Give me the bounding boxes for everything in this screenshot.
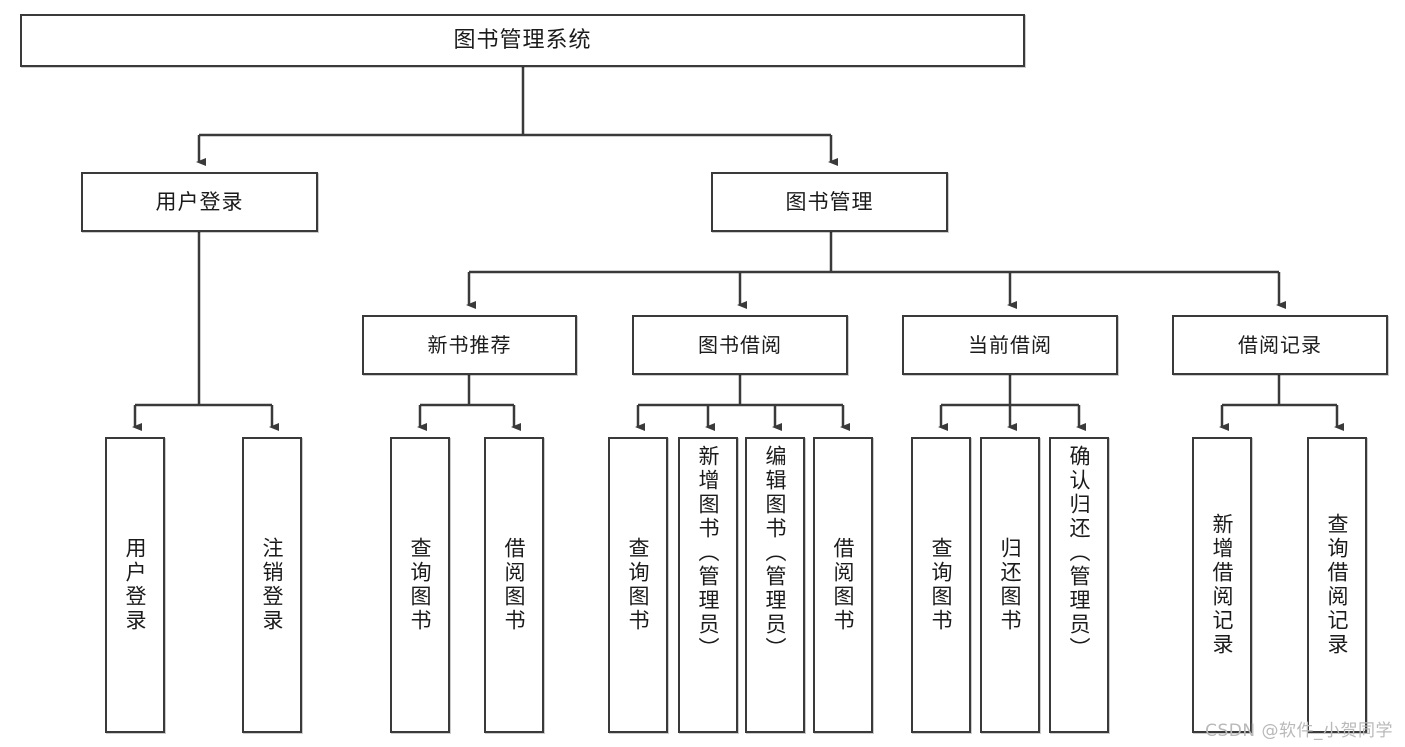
node-label: 编辑图书（管理员） [763,445,788,661]
leaf-borrow-book[interactable]: 借阅图书 [813,437,873,733]
node-label: 归还图书 [998,537,1023,633]
leaf-query-borrow-record[interactable]: 查询借阅记录 [1307,437,1367,733]
node-new-book-recommend[interactable]: 新书推荐 [362,315,577,375]
node-label: 借阅记录 [1238,332,1322,357]
node-label: 新增借阅记录 [1210,513,1235,657]
leaf-query-book-borrow[interactable]: 查询图书 [608,437,668,733]
node-label: 用户登录 [123,537,148,633]
node-label: 新书推荐 [427,332,512,357]
node-label: 查询图书 [929,537,954,633]
node-label: 借阅图书 [831,537,856,633]
node-label: 注销登录 [260,537,285,633]
node-label: 用户登录 [155,189,244,214]
leaf-edit-book-admin[interactable]: 编辑图书（管理员） [745,437,805,733]
node-label: 新增图书（管理员） [696,445,721,661]
watermark-csdn: CSDN @软件_小贺同学 [1205,721,1393,741]
node-label: 查询图书 [626,537,651,633]
leaf-add-borrow-record[interactable]: 新增借阅记录 [1192,437,1252,733]
node-current-borrow[interactable]: 当前借阅 [902,315,1118,375]
leaf-query-book-current[interactable]: 查询图书 [911,437,971,733]
node-label: 确认归还（管理员） [1067,445,1092,661]
leaf-user-login[interactable]: 用户登录 [105,437,165,733]
leaf-add-book-admin[interactable]: 新增图书（管理员） [678,437,738,733]
node-borrow-record[interactable]: 借阅记录 [1172,315,1388,375]
leaf-confirm-return-admin[interactable]: 确认归还（管理员） [1049,437,1109,733]
node-label: 图书借阅 [698,332,782,357]
leaf-user-logout[interactable]: 注销登录 [242,437,302,733]
node-book-management[interactable]: 图书管理 [711,172,948,232]
node-label: 借阅图书 [502,537,527,633]
node-label: 查询借阅记录 [1325,513,1350,657]
leaf-borrow-book-recommend[interactable]: 借阅图书 [484,437,544,733]
node-label: 当前借阅 [968,332,1052,357]
leaf-query-book-recommend[interactable]: 查询图书 [390,437,450,733]
node-label: 查询图书 [408,537,433,633]
node-label: 图书管理 [785,189,874,214]
leaf-return-book[interactable]: 归还图书 [980,437,1040,733]
node-book-borrow[interactable]: 图书借阅 [632,315,848,375]
node-user-login[interactable]: 用户登录 [81,172,318,232]
node-root-book-management-system[interactable]: 图书管理系统 [20,14,1025,67]
node-label: 图书管理系统 [453,27,592,53]
